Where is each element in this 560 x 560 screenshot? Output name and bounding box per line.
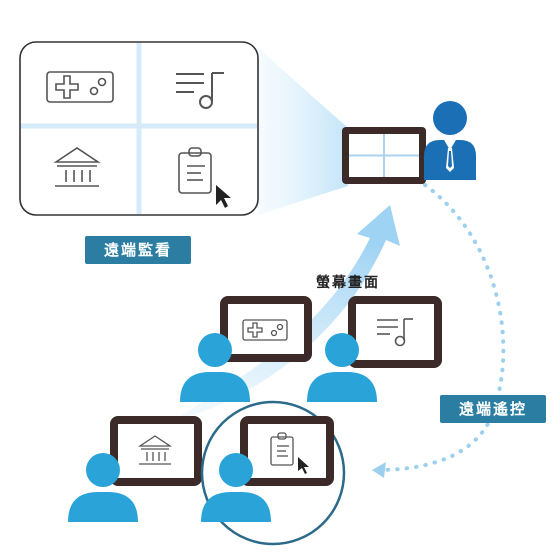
remote-control-label: 遠端遙控 (440, 395, 546, 423)
admin-screen (342, 127, 426, 184)
music-list-icon (377, 318, 413, 347)
client-screen-clipboard (240, 416, 334, 486)
remote-control-arrowhead (372, 462, 386, 478)
screen-view-label: 螢幕畫面 (316, 275, 380, 291)
user-icon (307, 333, 377, 402)
remote-monitor-label: 遠端監看 (85, 236, 191, 264)
remote-control-path (376, 183, 506, 472)
gamepad-icon (242, 319, 288, 341)
view-beam (258, 48, 348, 215)
bank-icon (137, 435, 173, 465)
user-icon (201, 453, 271, 522)
cursor-icon (216, 185, 231, 208)
cursor-icon (298, 457, 309, 474)
client-screen-game (220, 296, 312, 362)
client-screen-bank (110, 416, 202, 486)
clipboard-icon (178, 147, 212, 194)
controlled-client-highlight (200, 400, 346, 546)
bank-icon (53, 147, 101, 187)
music-list-icon (176, 72, 224, 109)
upload-arrow (175, 205, 400, 420)
clipboard-icon (270, 432, 294, 466)
client-screen-music (348, 296, 442, 368)
gamepad-icon (46, 71, 114, 103)
user-icon (180, 333, 250, 402)
admin-icon (424, 101, 476, 180)
monitor-panel (19, 41, 259, 216)
user-icon (68, 453, 138, 522)
